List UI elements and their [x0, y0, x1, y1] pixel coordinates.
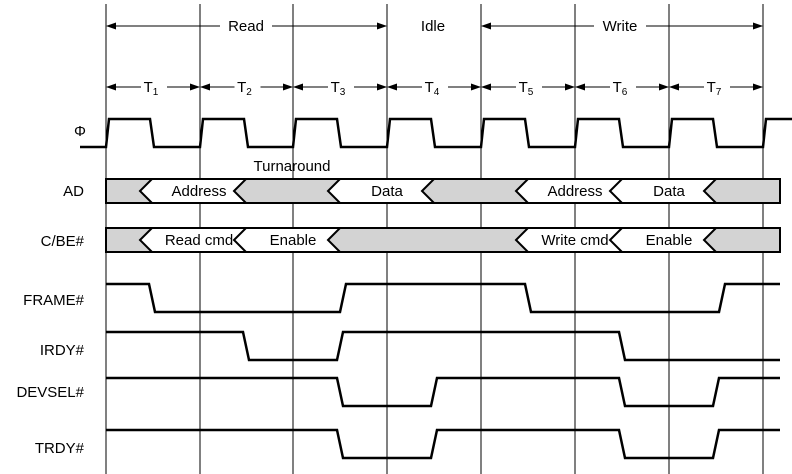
cycle-letter: T — [519, 79, 528, 96]
turnaround-note: Turnaround — [254, 158, 331, 175]
bus-segment-label: Address — [547, 183, 602, 200]
cycle-label: T1 — [144, 79, 159, 98]
signal-label-trdy: TRDY# — [35, 440, 85, 457]
cycle-label: T2 — [237, 79, 252, 98]
cycle-subscript: 2 — [246, 87, 252, 98]
cycle-label: T6 — [613, 79, 628, 98]
signal-label-irdy: IRDY# — [40, 342, 85, 359]
bus-segment — [326, 227, 542, 253]
cycle-subscript: 3 — [340, 87, 346, 98]
cycle-letter: T — [707, 79, 716, 96]
clock-trace — [80, 117, 792, 149]
clock-waveform — [80, 117, 792, 149]
cbe-bus-waveform: Read cmd Enable Write cmd Enable — [105, 227, 781, 253]
signal-label-cbe: C/BE# — [41, 233, 85, 250]
cycle-subscript: 7 — [716, 87, 722, 98]
bus-segment — [702, 227, 781, 253]
bus-segment-label: Read cmd — [165, 232, 233, 249]
trdy-trace — [106, 428, 780, 460]
control-waveforms — [106, 282, 780, 460]
cycle-letter: T — [237, 79, 246, 96]
frame-trace — [106, 282, 780, 314]
cycle-subscript: 1 — [153, 87, 159, 98]
ad-bus-waveform: Address Data Address Data — [105, 178, 781, 204]
cycle-subscript: 6 — [622, 87, 628, 98]
cycle-label: T5 — [519, 79, 534, 98]
bus-segment-label: Write cmd — [541, 232, 608, 249]
cycle-letter: T — [425, 79, 434, 96]
phase-idle-label: Idle — [421, 18, 445, 35]
irdy-trace — [106, 330, 780, 362]
bus-segment-label: Data — [371, 183, 403, 200]
cycle-label: T4 — [425, 79, 440, 98]
signal-label-ad: AD — [63, 183, 84, 200]
bus-segment-label: Enable — [270, 232, 317, 249]
phase-write-label: Write — [603, 18, 638, 35]
cycle-letter: T — [331, 79, 340, 96]
phase-headers: Read Idle Write — [106, 18, 763, 35]
signal-label-frame: FRAME# — [23, 292, 85, 309]
clock-label: Φ — [74, 123, 86, 140]
signal-label-devsel: DEVSEL# — [16, 384, 84, 401]
signal-labels: Φ AD C/BE# FRAME# IRDY# DEVSEL# TRDY# — [16, 123, 86, 457]
cycle-subscript: 4 — [434, 87, 440, 98]
bus-segment-label: Address — [171, 183, 226, 200]
bus-segment-label: Data — [653, 183, 685, 200]
bus-segment — [702, 178, 781, 204]
bus-segment-label: Enable — [646, 232, 693, 249]
cycle-letter: T — [144, 79, 153, 96]
devsel-trace — [106, 376, 780, 408]
phase-read-label: Read — [228, 18, 264, 35]
cycle-letter: T — [613, 79, 622, 96]
cycle-label: T3 — [331, 79, 346, 98]
cycle-subscript: 5 — [528, 87, 534, 98]
cycle-label: T7 — [707, 79, 722, 98]
